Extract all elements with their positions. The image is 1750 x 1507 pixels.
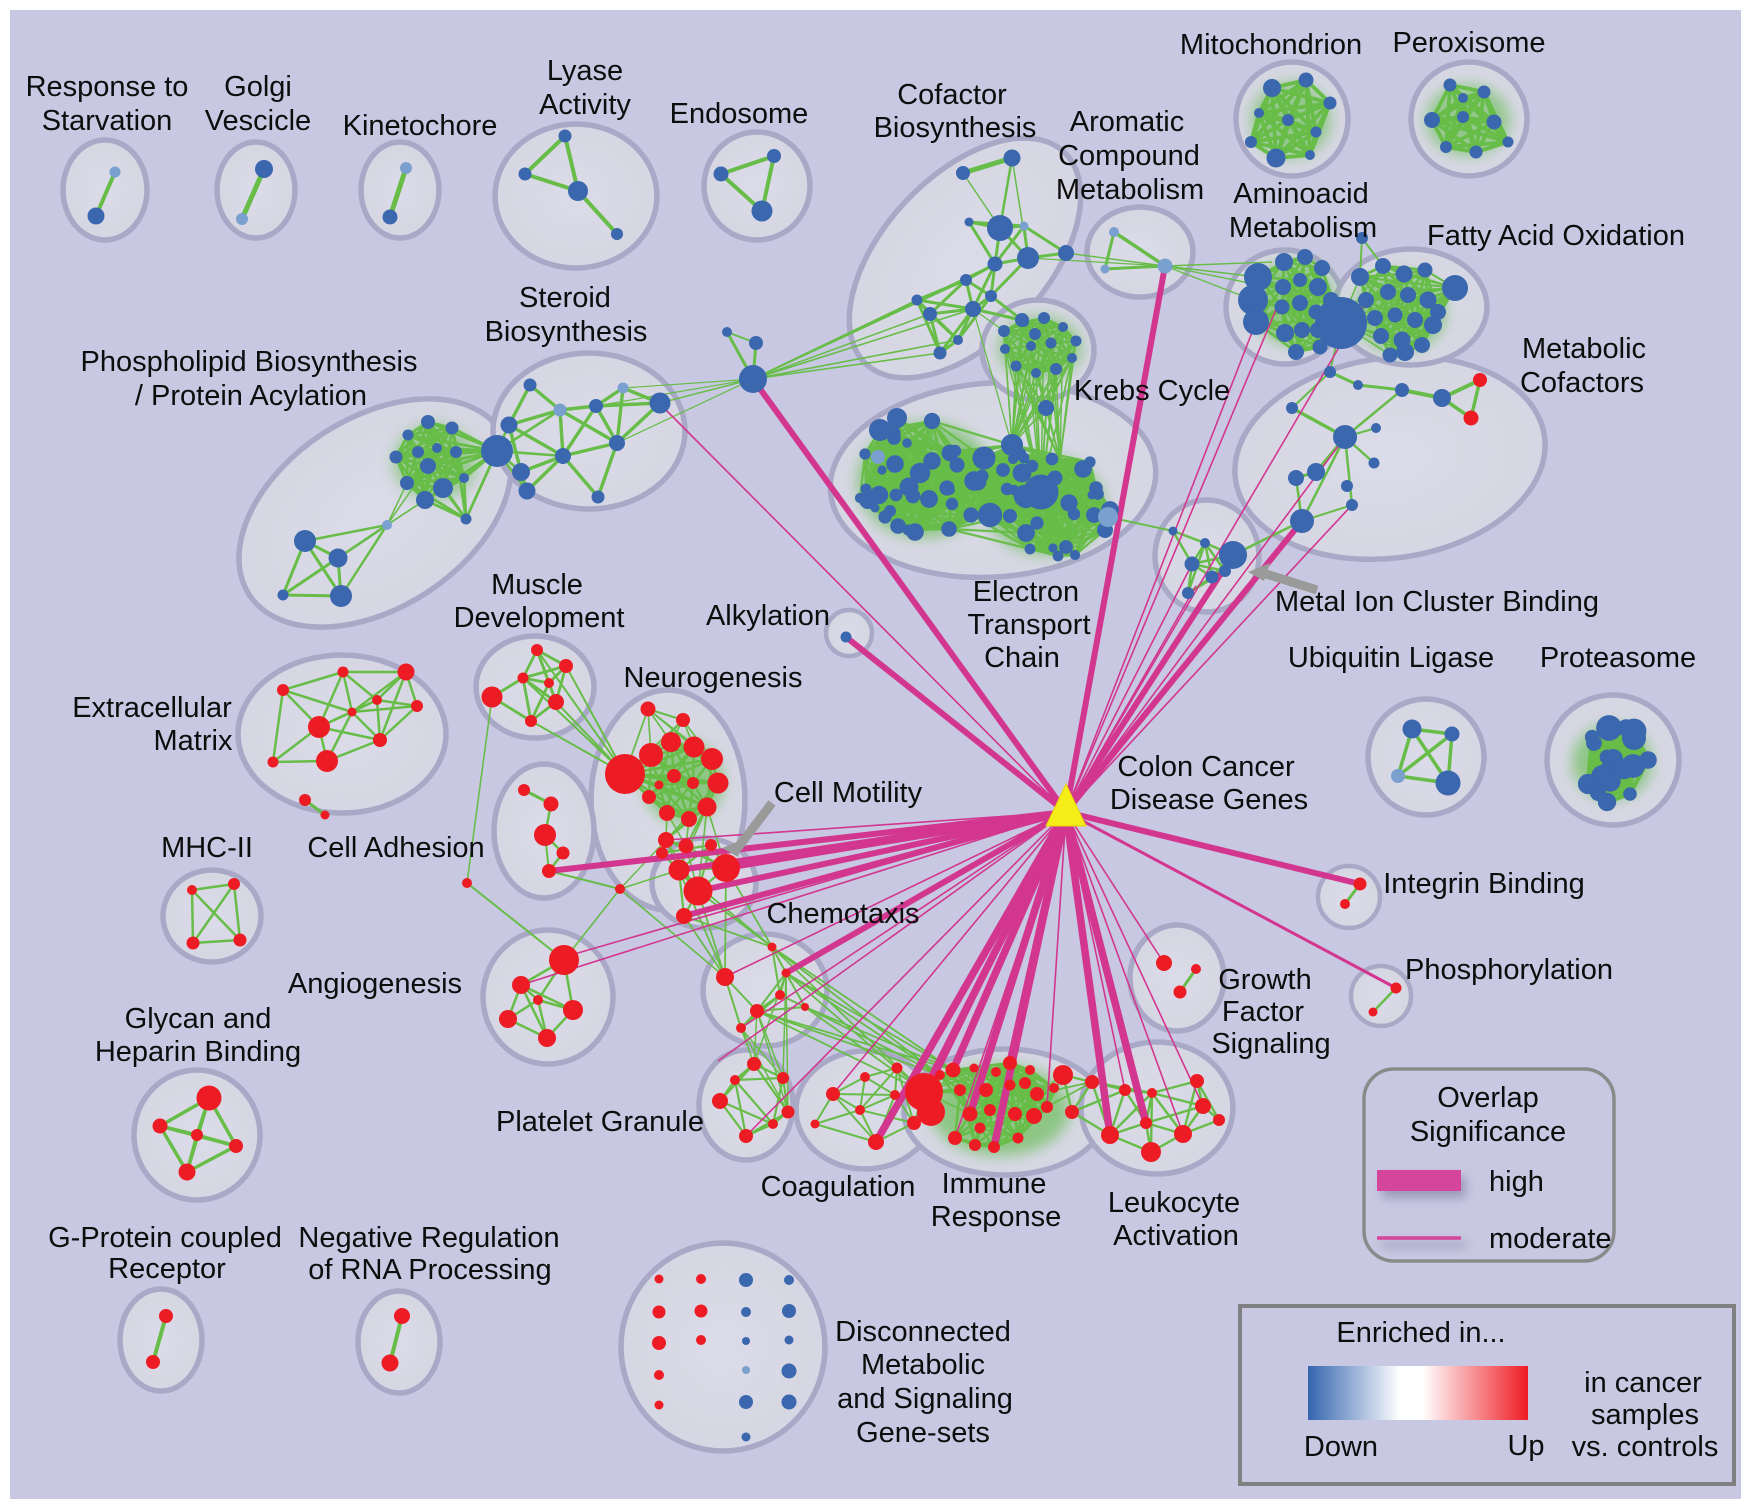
svg-text:in cancer: in cancer bbox=[1584, 1367, 1702, 1399]
svg-text:Disease Genes: Disease Genes bbox=[1110, 784, 1308, 816]
svg-text:/ Protein Acylation: / Protein Acylation bbox=[135, 380, 367, 412]
svg-text:Biosynthesis: Biosynthesis bbox=[874, 112, 1037, 144]
svg-text:Cofactor: Cofactor bbox=[897, 79, 1007, 111]
svg-text:Receptor: Receptor bbox=[108, 1253, 226, 1285]
svg-text:Integrin Binding: Integrin Binding bbox=[1383, 868, 1585, 900]
svg-text:Negative Regulation: Negative Regulation bbox=[298, 1222, 559, 1254]
svg-text:Activity: Activity bbox=[539, 89, 631, 121]
svg-text:Metabolic: Metabolic bbox=[1522, 333, 1646, 365]
svg-text:high: high bbox=[1489, 1166, 1544, 1198]
svg-text:G-Protein coupled: G-Protein coupled bbox=[48, 1222, 282, 1254]
svg-text:Cofactors: Cofactors bbox=[1520, 367, 1644, 399]
svg-text:Biosynthesis: Biosynthesis bbox=[485, 316, 648, 348]
svg-text:Signaling: Signaling bbox=[1211, 1028, 1330, 1060]
svg-text:Significance: Significance bbox=[1410, 1116, 1566, 1148]
svg-text:Development: Development bbox=[454, 602, 625, 634]
svg-text:vs. controls: vs. controls bbox=[1572, 1431, 1719, 1463]
svg-text:Response: Response bbox=[931, 1201, 1062, 1233]
svg-text:Cell Motility: Cell Motility bbox=[774, 777, 923, 809]
svg-text:Golgi: Golgi bbox=[224, 71, 292, 103]
svg-text:Phospholipid Biosynthesis: Phospholipid Biosynthesis bbox=[81, 346, 418, 378]
svg-text:Growth: Growth bbox=[1218, 964, 1311, 996]
svg-text:Heparin Binding: Heparin Binding bbox=[95, 1036, 301, 1068]
svg-text:Lyase: Lyase bbox=[547, 55, 623, 87]
svg-text:Extracellular: Extracellular bbox=[72, 692, 232, 724]
svg-text:Compound: Compound bbox=[1058, 140, 1200, 172]
svg-text:Chemotaxis: Chemotaxis bbox=[766, 898, 919, 930]
svg-text:Disconnected: Disconnected bbox=[835, 1316, 1011, 1348]
svg-text:Vescicle: Vescicle bbox=[205, 105, 311, 137]
svg-text:Fatty Acid Oxidation: Fatty Acid Oxidation bbox=[1427, 220, 1685, 252]
svg-text:Immune: Immune bbox=[942, 1168, 1047, 1200]
svg-text:Metabolism: Metabolism bbox=[1056, 174, 1204, 206]
svg-text:Down: Down bbox=[1304, 1431, 1378, 1463]
svg-text:Activation: Activation bbox=[1113, 1220, 1239, 1252]
svg-text:Aromatic: Aromatic bbox=[1070, 106, 1184, 138]
svg-text:Metal Ion Cluster Binding: Metal Ion Cluster Binding bbox=[1275, 586, 1599, 618]
svg-text:Alkylation: Alkylation bbox=[706, 600, 830, 632]
svg-text:Factor: Factor bbox=[1222, 996, 1305, 1028]
svg-text:Mitochondrion: Mitochondrion bbox=[1180, 29, 1362, 61]
svg-text:Aminoacid: Aminoacid bbox=[1233, 178, 1368, 210]
svg-text:Response to: Response to bbox=[26, 71, 189, 103]
svg-text:Coagulation: Coagulation bbox=[761, 1171, 916, 1203]
svg-text:Overlap: Overlap bbox=[1437, 1082, 1539, 1114]
svg-text:Proteasome: Proteasome bbox=[1540, 642, 1696, 674]
svg-text:Chain: Chain bbox=[984, 642, 1060, 674]
svg-text:Starvation: Starvation bbox=[42, 105, 173, 137]
svg-text:and Signaling: and Signaling bbox=[837, 1383, 1013, 1415]
svg-text:Angiogenesis: Angiogenesis bbox=[288, 968, 462, 1000]
svg-text:Neurogenesis: Neurogenesis bbox=[624, 662, 803, 694]
svg-text:Electron: Electron bbox=[973, 576, 1079, 608]
svg-text:Endosome: Endosome bbox=[670, 98, 809, 130]
svg-text:Kinetochore: Kinetochore bbox=[343, 110, 498, 142]
svg-text:moderate: moderate bbox=[1489, 1223, 1612, 1255]
svg-text:Krebs Cycle: Krebs Cycle bbox=[1074, 375, 1230, 407]
svg-text:Up: Up bbox=[1507, 1430, 1544, 1462]
svg-text:Leukocyte: Leukocyte bbox=[1108, 1187, 1240, 1219]
svg-text:Colon Cancer: Colon Cancer bbox=[1117, 751, 1295, 783]
svg-text:Matrix: Matrix bbox=[154, 725, 233, 757]
svg-text:Cell Adhesion: Cell Adhesion bbox=[307, 832, 484, 864]
svg-text:Phosphorylation: Phosphorylation bbox=[1405, 954, 1613, 986]
svg-text:Peroxisome: Peroxisome bbox=[1392, 27, 1545, 59]
svg-text:Enriched in...: Enriched in... bbox=[1336, 1317, 1505, 1349]
svg-text:Ubiquitin Ligase: Ubiquitin Ligase bbox=[1288, 642, 1494, 674]
svg-text:samples: samples bbox=[1591, 1399, 1699, 1431]
svg-text:Steroid: Steroid bbox=[519, 282, 611, 314]
svg-text:Platelet Granule: Platelet Granule bbox=[496, 1106, 704, 1138]
svg-text:Metabolic: Metabolic bbox=[861, 1349, 985, 1381]
svg-text:MHC-II: MHC-II bbox=[161, 832, 253, 864]
svg-text:Glycan and: Glycan and bbox=[125, 1003, 272, 1035]
svg-text:Muscle: Muscle bbox=[491, 569, 583, 601]
svg-text:Metabolism: Metabolism bbox=[1229, 212, 1377, 244]
svg-text:Transport: Transport bbox=[967, 609, 1090, 641]
svg-text:Gene-sets: Gene-sets bbox=[856, 1417, 990, 1449]
svg-text:of RNA Processing: of RNA Processing bbox=[308, 1254, 551, 1286]
